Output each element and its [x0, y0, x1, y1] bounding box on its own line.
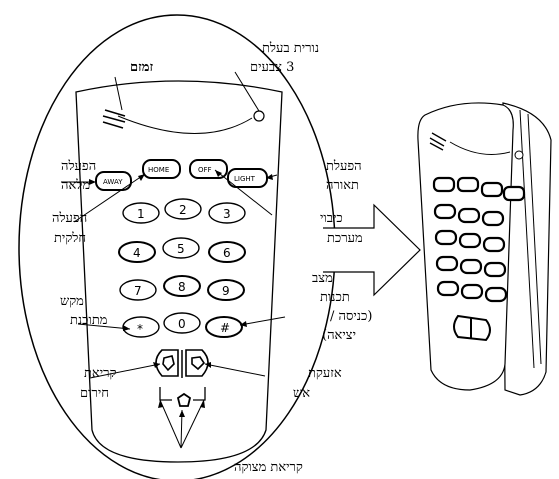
fire-shield-icon — [191, 356, 206, 371]
buzzer-grille — [102, 109, 126, 129]
label-emergency-2: חירום — [80, 386, 109, 401]
key-5[interactable]: 5 — [162, 237, 200, 259]
svg-text:#: # — [220, 321, 230, 335]
pointer-lines — [61, 71, 286, 449]
pointer-arrowheads — [89, 170, 273, 417]
svg-text:*: * — [137, 322, 143, 336]
label-prog-mode-2: תכנות — [320, 290, 350, 305]
label-prog-key: מקש — [60, 294, 84, 309]
label-fire-2: אש — [293, 386, 310, 401]
key-0[interactable]: 0 — [163, 312, 201, 334]
svg-text:2: 2 — [179, 203, 187, 217]
label-prog-mode-3: (כניסה / — [330, 309, 372, 324]
off-key-label: OFF — [198, 166, 212, 174]
key-7[interactable]: 7 — [119, 279, 157, 301]
remote-small — [417, 102, 552, 396]
label-light: הפעלת — [326, 159, 362, 174]
away-key[interactable]: AWAY — [95, 171, 132, 191]
svg-text:3: 3 — [223, 207, 231, 221]
label-buzzer: זמזם — [130, 60, 153, 75]
label-disarm-2: מערכת — [327, 231, 363, 246]
key-hash[interactable]: # — [205, 316, 243, 338]
label-light-2: תאורה — [326, 178, 359, 193]
key-9[interactable]: 9 — [207, 279, 245, 301]
label-prog-mode-4: יציאה) — [322, 328, 356, 343]
panic-bracket — [159, 387, 206, 407]
key-8[interactable]: 8 — [163, 275, 201, 297]
top-arc — [117, 115, 253, 134]
label-prog-mode: מצב — [312, 271, 333, 286]
svg-text:5: 5 — [177, 242, 185, 256]
direction-arrow — [323, 203, 421, 297]
fire-key[interactable] — [185, 349, 209, 377]
svg-text:1: 1 — [137, 207, 145, 221]
label-led: נורית בעלת — [262, 41, 319, 56]
svg-text:0: 0 — [178, 317, 186, 331]
label-partial-arm: הפעלה — [52, 211, 87, 226]
light-key-label: LIGHT — [234, 175, 256, 183]
label-prog-key-2: מתוכנת — [70, 313, 108, 328]
shield-icon — [162, 355, 175, 372]
emergency-key[interactable] — [155, 349, 179, 377]
led-indicator — [253, 110, 265, 122]
key-star[interactable]: * — [122, 316, 160, 338]
key-6[interactable]: 6 — [208, 241, 246, 263]
svg-text:4: 4 — [133, 246, 141, 260]
away-key-label: AWAY — [103, 178, 123, 186]
svg-text:9: 9 — [222, 284, 230, 298]
home-key-label: HOME — [148, 166, 169, 174]
label-panic: קריאת מצוקה — [234, 460, 303, 475]
svg-text:7: 7 — [134, 284, 142, 298]
label-full-arm-2: מלאה — [61, 178, 90, 193]
home-key[interactable]: HOME — [142, 159, 181, 179]
key-3[interactable]: 3 — [208, 202, 246, 224]
label-led-2: 3 צבעים — [250, 60, 294, 75]
label-partial-arm-2: חלקית — [54, 231, 86, 246]
keypad: 1 2 3 4 5 6 7 8 9 * 0 # — [118, 198, 246, 338]
label-disarm: כיבוי — [320, 211, 343, 226]
key-1[interactable]: 1 — [122, 202, 160, 224]
panic-icon — [176, 392, 192, 407]
small-led — [514, 150, 524, 160]
svg-text:6: 6 — [223, 246, 231, 260]
key-2[interactable]: 2 — [164, 198, 202, 220]
label-emergency: קריאת — [84, 366, 117, 381]
label-fire: אזעקת — [308, 366, 342, 381]
key-4[interactable]: 4 — [118, 241, 156, 263]
label-full-arm: הפעלה — [61, 159, 96, 174]
svg-text:8: 8 — [178, 280, 186, 294]
